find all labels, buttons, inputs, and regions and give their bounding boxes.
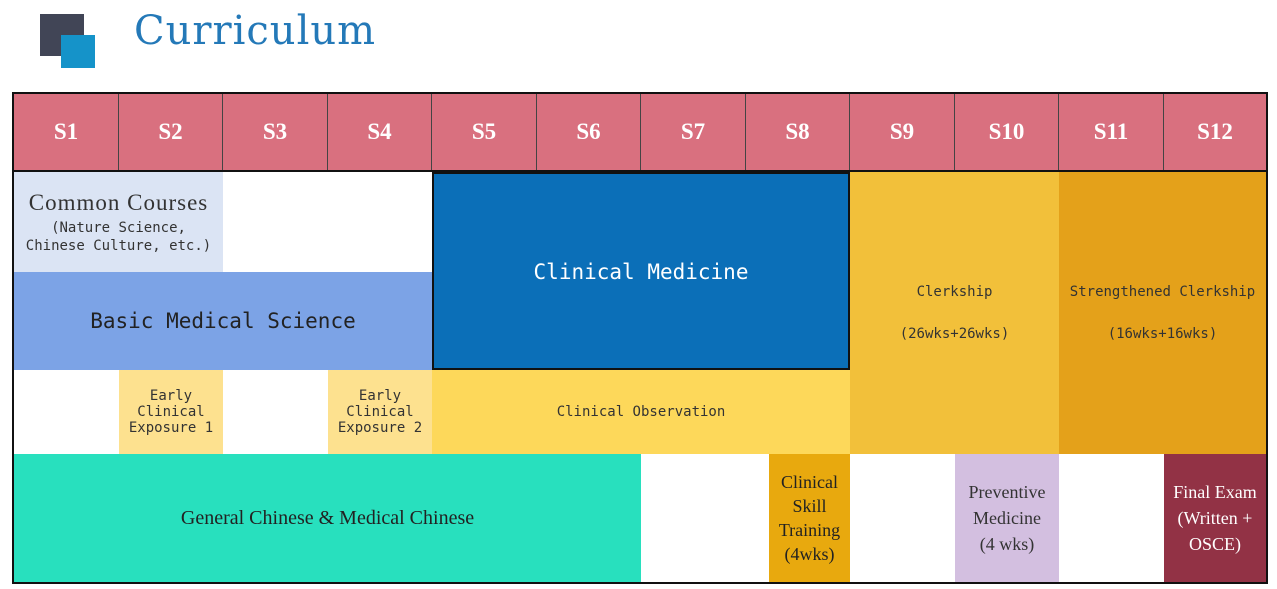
semester-header-s10: S10 [955, 94, 1059, 170]
clinical-skill-line3: Training [778, 520, 841, 540]
semester-header-s1: S1 [14, 94, 119, 170]
semester-header-s4: S4 [328, 94, 432, 170]
common-courses-block: Common Courses (Nature Science, Chinese … [14, 172, 223, 272]
strengthened-clerkship-block: Strengthened Clerkship (16wks+16wks) [1059, 172, 1266, 454]
final-exam-line2: (Written + [1177, 508, 1253, 528]
preventive-medicine-line1: Preventive [968, 482, 1046, 502]
clinical-skill-training-block: Clinical Skill Training (4wks) [769, 454, 850, 582]
clinical-skill-line1: Clinical [781, 472, 838, 492]
preventive-medicine-line2: Medicine [973, 508, 1041, 528]
clinical-skill-line2: Skill [792, 496, 827, 516]
semester-header-s5: S5 [432, 94, 537, 170]
clinical-observation-block: Clinical Observation [432, 370, 850, 454]
semester-header-s11: S11 [1059, 94, 1164, 170]
common-courses-sub2: Chinese Culture, etc.) [25, 238, 212, 254]
semester-header-s6: S6 [537, 94, 641, 170]
clinical-medicine-block: Clinical Medicine [432, 172, 850, 370]
early-exposure-1-line3: Exposure 1 [128, 420, 214, 436]
early-exposure-1-line2: Clinical [137, 404, 205, 420]
early-clinical-exposure-2-block: Early Clinical Exposure 2 [328, 370, 432, 454]
strengthened-clerkship-duration: (16wks+16wks) [1107, 326, 1218, 342]
final-exam-block: Final Exam (Written + OSCE) [1164, 454, 1266, 582]
semester-header-s2: S2 [119, 94, 223, 170]
common-courses-sub1: (Nature Science, [51, 220, 186, 236]
strengthened-clerkship-label: Strengthened Clerkship [1069, 284, 1256, 300]
semester-header-s9: S9 [850, 94, 955, 170]
clerkship-block: Clerkship (26wks+26wks) [850, 172, 1059, 454]
semester-header-s8: S8 [746, 94, 850, 170]
final-exam-line3: OSCE) [1188, 534, 1241, 554]
basic-medical-science-block: Basic Medical Science [14, 272, 432, 370]
early-clinical-exposure-1-block: Early Clinical Exposure 1 [119, 370, 223, 454]
common-courses-title: Common Courses [28, 190, 209, 215]
semester-header-s7: S7 [641, 94, 746, 170]
clerkship-label: Clerkship [916, 284, 993, 300]
clerkship-duration: (26wks+26wks) [899, 326, 1010, 342]
early-exposure-2-line3: Exposure 2 [337, 420, 423, 436]
semester-header-s12: S12 [1164, 94, 1266, 170]
preventive-medicine-line3: (4 wks) [979, 534, 1035, 554]
logo-blue-square [61, 35, 95, 68]
early-exposure-1-line1: Early [149, 388, 193, 404]
semester-header-s3: S3 [223, 94, 328, 170]
header-divider [14, 170, 1266, 172]
final-exam-line1: Final Exam [1173, 482, 1257, 502]
clinical-skill-line4: (4wks) [784, 544, 835, 564]
curriculum-table: S1 S2 S3 S4 S5 S6 S7 S8 S9 S10 S11 S12 C… [12, 92, 1268, 584]
page-title: Curriculum [134, 8, 377, 54]
early-exposure-2-line2: Clinical [346, 404, 414, 420]
early-exposure-2-line1: Early [358, 388, 402, 404]
general-chinese-block: General Chinese & Medical Chinese [14, 454, 641, 582]
preventive-medicine-block: Preventive Medicine (4 wks) [955, 454, 1059, 582]
